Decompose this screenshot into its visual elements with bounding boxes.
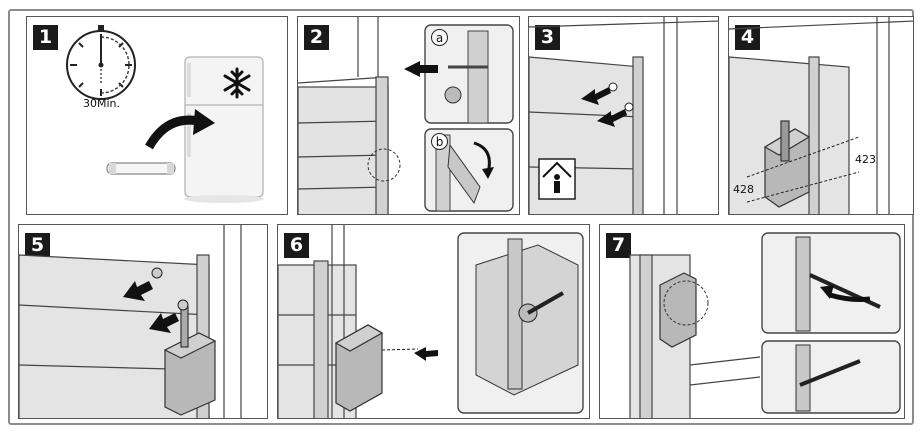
step-panel-4: 4 423 428 <box>728 16 914 215</box>
arrow-icon <box>820 285 834 299</box>
arrow-icon <box>145 109 215 150</box>
timer-label: 30Min. <box>83 97 121 110</box>
step-number: 6 <box>284 233 309 258</box>
detail-box <box>457 232 584 414</box>
step-panel-7: 7 <box>599 224 905 419</box>
guide-line <box>381 348 419 351</box>
screw-hole <box>624 102 634 112</box>
detail-box-a <box>404 24 514 124</box>
step-number: 7 <box>606 233 631 258</box>
shutter-panel <box>298 17 389 214</box>
step-number: 1 <box>33 25 58 50</box>
step-number: 3 <box>535 25 560 50</box>
detail-marker <box>663 280 709 326</box>
lock-bracket <box>763 120 811 208</box>
detail-box-b <box>424 128 514 212</box>
tube-icon <box>106 162 176 175</box>
refrigerator-icon <box>184 56 264 203</box>
screw-hole <box>608 82 618 92</box>
step-panel-2: 2 a b <box>297 16 520 215</box>
outer-frame <box>8 9 914 425</box>
arrow-icon <box>414 347 438 361</box>
step-panel-6: 6 <box>277 224 590 419</box>
mounting-plate <box>729 17 913 214</box>
part-label-428: 428 <box>733 183 754 196</box>
arrow-icon <box>581 87 627 127</box>
detail-box-bottom <box>761 340 901 414</box>
step-panel-5: 5 <box>18 224 268 419</box>
detail-box-top <box>761 232 901 334</box>
screw <box>151 267 163 279</box>
lock-bracket <box>659 272 697 348</box>
snowflake-icon <box>223 67 251 99</box>
detail-marker <box>367 148 401 182</box>
step-number: 5 <box>25 233 50 258</box>
callout-b: b <box>431 133 448 150</box>
screw <box>177 299 189 311</box>
stopwatch-icon <box>66 25 136 100</box>
step-panel-3: 3 <box>528 16 719 215</box>
step-number: 4 <box>735 25 760 50</box>
guide-line <box>746 136 860 203</box>
callout-a: a <box>431 29 448 46</box>
arrow-icon <box>123 281 179 333</box>
lock-bracket <box>334 324 384 412</box>
house-person-icon <box>538 158 576 200</box>
lock-bracket <box>163 306 217 416</box>
part-label-423: 423 <box>855 153 876 166</box>
step-panel-1: 1 <box>26 16 288 215</box>
step-number: 2 <box>304 25 329 50</box>
